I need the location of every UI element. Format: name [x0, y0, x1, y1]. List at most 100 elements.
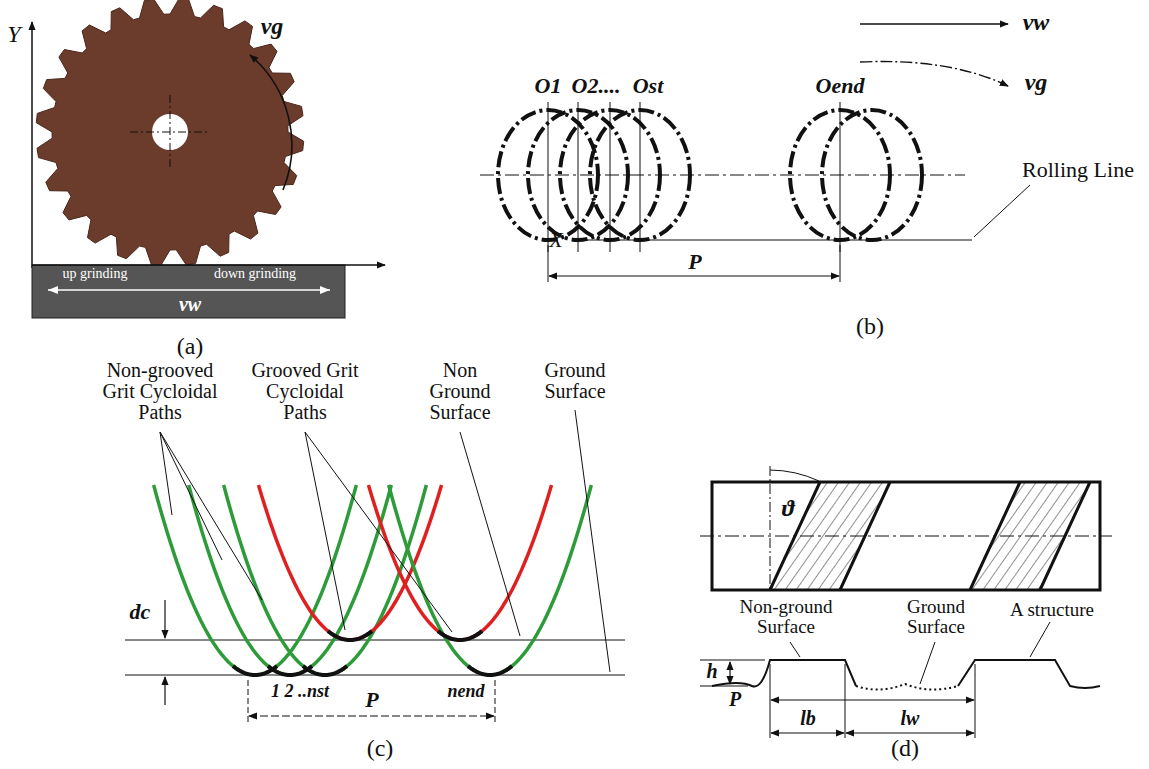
non-ground-level: [125, 640, 625, 641]
label: P: [729, 689, 741, 710]
label: Ground Surface: [886, 597, 986, 637]
ground-profile: [856, 684, 958, 690]
panel-c: [125, 410, 625, 722]
angle-arc: [770, 470, 819, 481]
extension-line: [248, 680, 249, 722]
wheel-positions: [498, 102, 922, 252]
cut-segment: [438, 631, 482, 640]
label: lb: [800, 708, 816, 729]
center-line: [840, 102, 841, 252]
label: Y: [7, 22, 20, 47]
dimension-line: [846, 732, 974, 733]
leader-line: [575, 410, 610, 672]
center-line: [610, 102, 611, 252]
dimension-line: [729, 662, 730, 684]
grinding-wheel: [36, 0, 303, 266]
reference-line: [770, 466, 771, 590]
cut-segment: [303, 666, 347, 675]
label: up grinding: [63, 267, 128, 282]
y-axis: [31, 22, 33, 268]
grit-path: [258, 485, 441, 640]
label: 1 2 ..nst: [271, 682, 329, 701]
dimension-line: [771, 699, 974, 700]
rotation-arrow: [250, 55, 292, 190]
label: dc: [130, 600, 151, 623]
velocity-arrow: [860, 23, 1008, 24]
leader-line: [920, 642, 935, 684]
label: O2....: [572, 74, 621, 97]
x-axis: [32, 264, 385, 266]
rolling-line: [572, 239, 972, 240]
label: vw: [179, 294, 201, 315]
label: vg: [1025, 70, 1048, 95]
surface-profile: [712, 660, 856, 686]
panel-d: [700, 466, 1112, 738]
leader-line: [160, 432, 262, 600]
panel-b: [480, 24, 1030, 282]
extension-line: [845, 664, 846, 738]
center-line: [130, 132, 210, 133]
extension-line: [548, 245, 549, 282]
dimension-line: [164, 677, 165, 705]
label: P: [688, 250, 701, 273]
cut-segment: [328, 631, 372, 640]
label: lw: [901, 708, 920, 729]
leader-line: [790, 642, 800, 657]
workpiece: [32, 265, 345, 318]
label: (a): [177, 334, 204, 359]
leader-line: [160, 432, 222, 560]
extension-line: [770, 664, 771, 738]
label: Non-grooved Grit Cycloidal Paths: [101, 360, 219, 423]
extension-line: [495, 680, 496, 722]
label: Ground Surface: [535, 360, 615, 402]
label: Non Ground Surface: [420, 360, 500, 423]
dimension-line: [249, 715, 494, 716]
extension-line: [840, 245, 841, 282]
label: Oend: [816, 74, 865, 97]
label: h: [706, 661, 717, 682]
label: Rolling Line: [1022, 158, 1134, 181]
label: ϑ: [782, 496, 795, 521]
cut-segment: [468, 666, 512, 675]
label: Grooved Grit Cycloidal Paths: [250, 360, 360, 423]
wheel-body: [36, 0, 303, 266]
surface-profile: [958, 660, 1100, 688]
leader-line: [974, 185, 1030, 237]
velocity-arrow: [860, 62, 1008, 87]
label: vg: [261, 14, 284, 39]
dimension-line: [549, 275, 839, 276]
cycloidal-paths: [154, 485, 592, 675]
label: vw: [1023, 10, 1050, 35]
center-line: [640, 102, 641, 252]
feed-arrow: [48, 289, 330, 290]
label: nend: [447, 682, 484, 701]
label: down grinding: [214, 267, 296, 282]
grit-path: [189, 485, 392, 675]
center-line: [480, 175, 965, 176]
panel-a: [32, 0, 385, 318]
grit-path: [389, 485, 592, 675]
label: P: [365, 688, 378, 711]
ground-level: [125, 675, 625, 676]
extension-line: [700, 686, 748, 687]
label: X: [549, 228, 562, 251]
leader-line: [305, 432, 345, 630]
dimension-line: [771, 732, 844, 733]
label: Non-ground Surface: [730, 597, 842, 637]
label: Ost: [633, 74, 664, 97]
label: O1: [535, 74, 562, 97]
leader-line: [1030, 622, 1050, 657]
label: (b): [856, 314, 884, 339]
center-line: [578, 102, 579, 252]
center-line: [700, 536, 1112, 537]
label: (c): [367, 736, 394, 761]
feed-arrowheads: [48, 286, 330, 294]
label: (d): [891, 736, 919, 761]
dimension-line: [164, 600, 165, 638]
label: A structure: [1010, 600, 1094, 620]
leader-line: [460, 432, 520, 636]
extension-line: [975, 664, 976, 738]
leader-line: [305, 432, 452, 632]
